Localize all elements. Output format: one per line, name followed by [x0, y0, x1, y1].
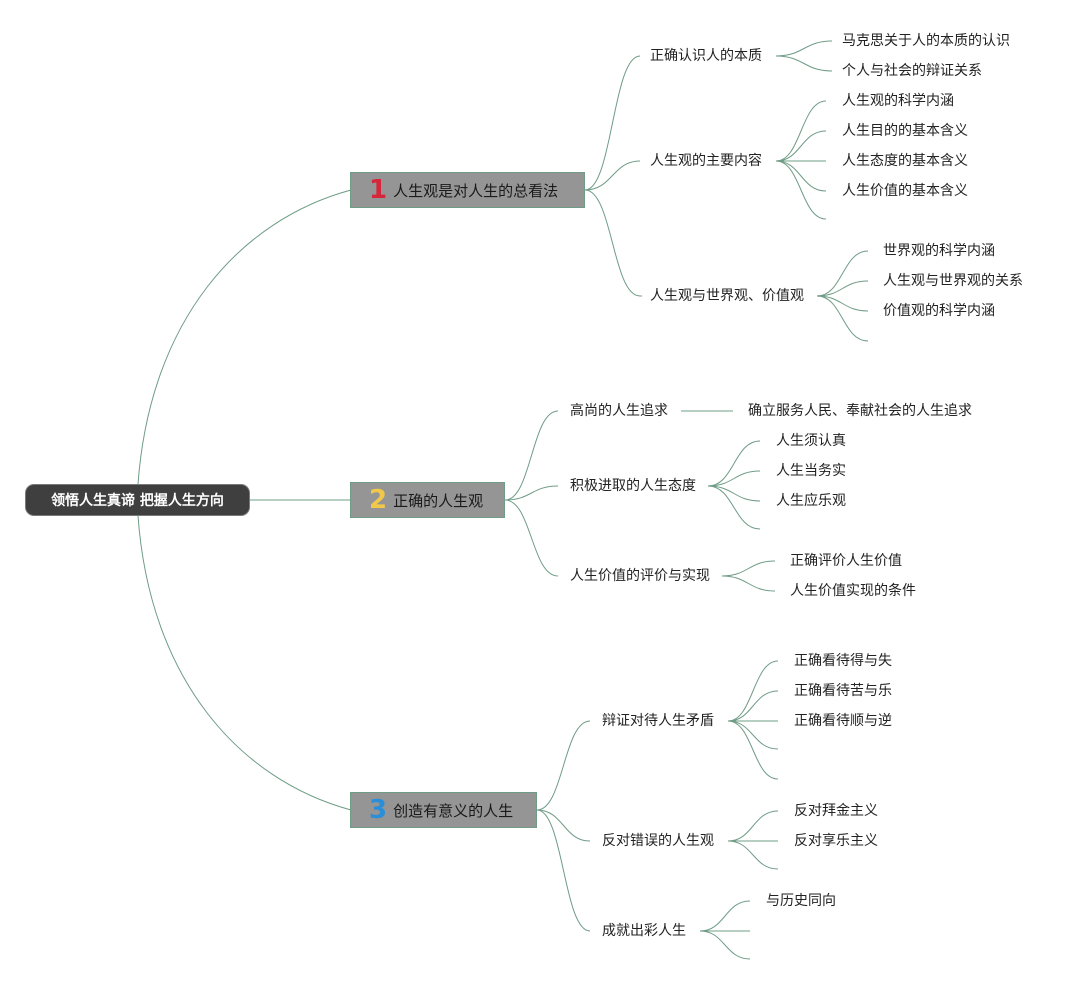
branch-link: [504, 499, 559, 577]
number-2-icon: 2: [369, 485, 388, 515]
leaf-link: [727, 810, 779, 842]
root-topic-label: 领悟人生真谛 把握人生方向: [51, 493, 224, 509]
leaf-topic[interactable]: 反对享乐主义: [794, 833, 878, 849]
subtopic[interactable]: 辩证对待人生矛盾: [602, 713, 714, 729]
subtopic[interactable]: 积极进取的人生态度: [570, 478, 696, 494]
leaf-link: [775, 160, 827, 220]
subtopic[interactable]: 反对错误的人生观: [602, 833, 714, 849]
leaf-link: [721, 575, 776, 592]
leaf-topic[interactable]: 人生态度的基本含义: [842, 153, 968, 169]
leaf-topic[interactable]: 个人与社会的辩证关系: [842, 63, 982, 79]
leaf-link: [727, 660, 779, 722]
leaf-topic[interactable]: 人生价值实现的条件: [790, 583, 916, 599]
subtopic[interactable]: 人生价值的评价与实现: [570, 568, 710, 584]
leaf-link: [816, 280, 869, 297]
leaf-topic[interactable]: 世界观的科学内涵: [883, 243, 995, 259]
main-topic-1-label: 人生观是对人生的总看法: [393, 181, 559, 200]
branch-link: [536, 720, 591, 811]
leaf-link: [816, 295, 869, 342]
branch-link: [536, 809, 591, 842]
leaf-link: [707, 470, 761, 487]
leaf-topic[interactable]: 价值观的科学内涵: [883, 303, 995, 319]
number-3-icon: 3: [369, 795, 388, 825]
leaf-link: [775, 130, 827, 162]
branch-link: [504, 410, 559, 501]
leaf-link: [727, 720, 779, 780]
branch-link: [536, 809, 591, 932]
main-topic-2-label: 正确的人生观: [393, 491, 484, 510]
leaf-topic[interactable]: 人生价值的基本含义: [842, 183, 968, 199]
main-topic-2[interactable]: 2 正确的人生观: [350, 482, 505, 518]
leaf-link: [816, 295, 869, 312]
leaf-link: [707, 440, 761, 487]
leaf-link: [707, 485, 761, 530]
leaf-link: [727, 840, 779, 870]
leaf-topic[interactable]: 人生当务实: [776, 463, 846, 479]
leaf-link: [721, 560, 776, 577]
root-topic[interactable]: 领悟人生真谛 把握人生方向: [25, 484, 250, 516]
main-topic-3[interactable]: 3 创造有意义的人生: [350, 792, 537, 828]
root-link: [137, 189, 352, 485]
leaf-topic[interactable]: 反对拜金主义: [794, 803, 878, 819]
main-topic-3-label: 创造有意义的人生: [393, 801, 514, 820]
leaf-topic[interactable]: 确立服务人民、奉献社会的人生追求: [748, 403, 972, 419]
subtopic[interactable]: 高尚的人生追求: [570, 403, 668, 419]
subtopic[interactable]: 正确认识人的本质: [650, 48, 762, 64]
number-1-icon: 1: [369, 175, 388, 205]
leaf-link: [816, 250, 869, 297]
subtopic[interactable]: 成就出彩人生: [602, 923, 686, 939]
leaf-link: [775, 40, 833, 57]
branch-link: [504, 485, 559, 501]
leaf-topic[interactable]: 人生须认真: [776, 433, 846, 449]
root-link: [137, 515, 352, 811]
leaf-topic[interactable]: 人生目的的基本含义: [842, 123, 968, 139]
subtopic[interactable]: 人生观与世界观、价值观: [650, 288, 804, 304]
leaf-topic[interactable]: 正确评价人生价值: [790, 553, 902, 569]
branch-link: [584, 160, 641, 191]
main-topic-1[interactable]: 1 人生观是对人生的总看法: [350, 172, 585, 208]
leaf-link: [727, 690, 779, 722]
leaf-link: [775, 100, 827, 162]
leaf-link: [707, 485, 761, 502]
leaf-link: [727, 720, 779, 750]
leaf-topic[interactable]: 人生应乐观: [776, 493, 846, 509]
leaf-topic[interactable]: 正确看待苦与乐: [794, 683, 892, 699]
leaf-topic[interactable]: 马克思关于人的本质的认识: [842, 33, 1010, 49]
leaf-link: [775, 160, 827, 192]
leaf-topic[interactable]: 人生观的科学内涵: [842, 93, 954, 109]
leaf-topic[interactable]: 与历史同向: [766, 893, 836, 909]
leaf-link: [775, 55, 833, 72]
branch-link: [584, 55, 641, 191]
leaf-link: [699, 930, 751, 960]
branch-link: [584, 189, 641, 297]
leaf-topic[interactable]: 人生观与世界观的关系: [883, 273, 1023, 289]
subtopic[interactable]: 人生观的主要内容: [650, 153, 762, 169]
leaf-topic[interactable]: 正确看待得与失: [794, 653, 892, 669]
leaf-topic[interactable]: 正确看待顺与逆: [794, 713, 892, 729]
leaf-link: [699, 900, 751, 932]
